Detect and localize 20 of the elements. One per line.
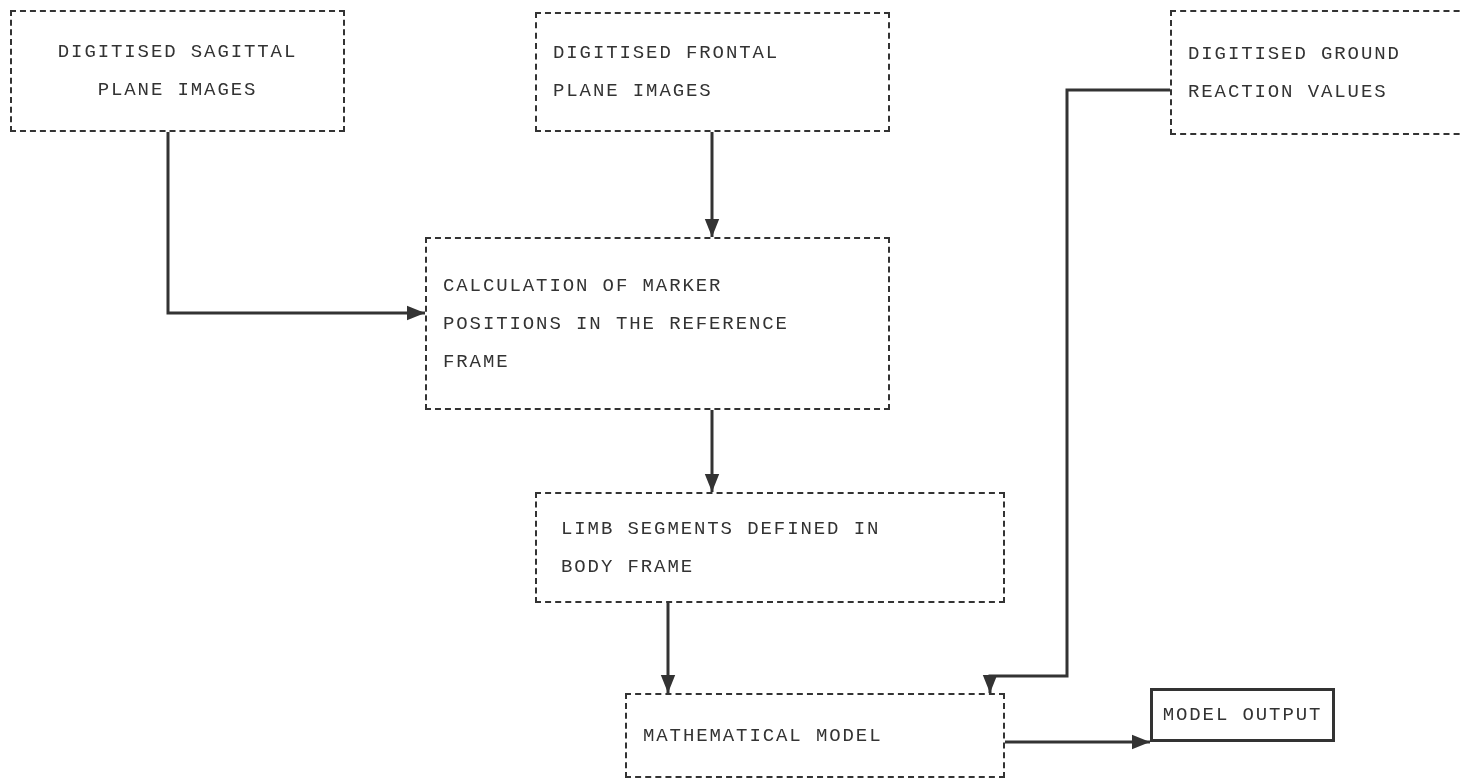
box-label: MATHEMATICAL MODEL bbox=[643, 723, 883, 749]
arrow bbox=[660, 603, 676, 693]
arrow bbox=[166, 132, 425, 321]
process-box bbox=[625, 693, 1005, 778]
box-label: DIGITISED FRONTAL PLANE IMAGES bbox=[553, 41, 781, 104]
arrow bbox=[1005, 734, 1150, 750]
box-label: CALCULATION OF MARKER POSITIONS IN THE REFERENCE FRAME bbox=[443, 273, 790, 375]
process-box bbox=[1170, 10, 1461, 135]
arrow bbox=[704, 410, 720, 492]
process-box bbox=[535, 12, 890, 132]
process-box bbox=[10, 10, 345, 132]
arrow bbox=[982, 88, 1170, 693]
arrow bbox=[704, 132, 720, 237]
box-label: MODEL OUTPUT bbox=[1162, 703, 1323, 728]
box-label: DIGITISED GROUND REACTION VALUES bbox=[1188, 41, 1402, 105]
process-box bbox=[425, 237, 890, 410]
box-label: LIMB SEGMENTS DEFINED IN BODY FRAME bbox=[561, 516, 882, 580]
process-box bbox=[1150, 688, 1335, 742]
process-box bbox=[535, 492, 1005, 603]
box-label: DIGITISED SAGITTAL PLANE IMAGES bbox=[56, 40, 299, 103]
